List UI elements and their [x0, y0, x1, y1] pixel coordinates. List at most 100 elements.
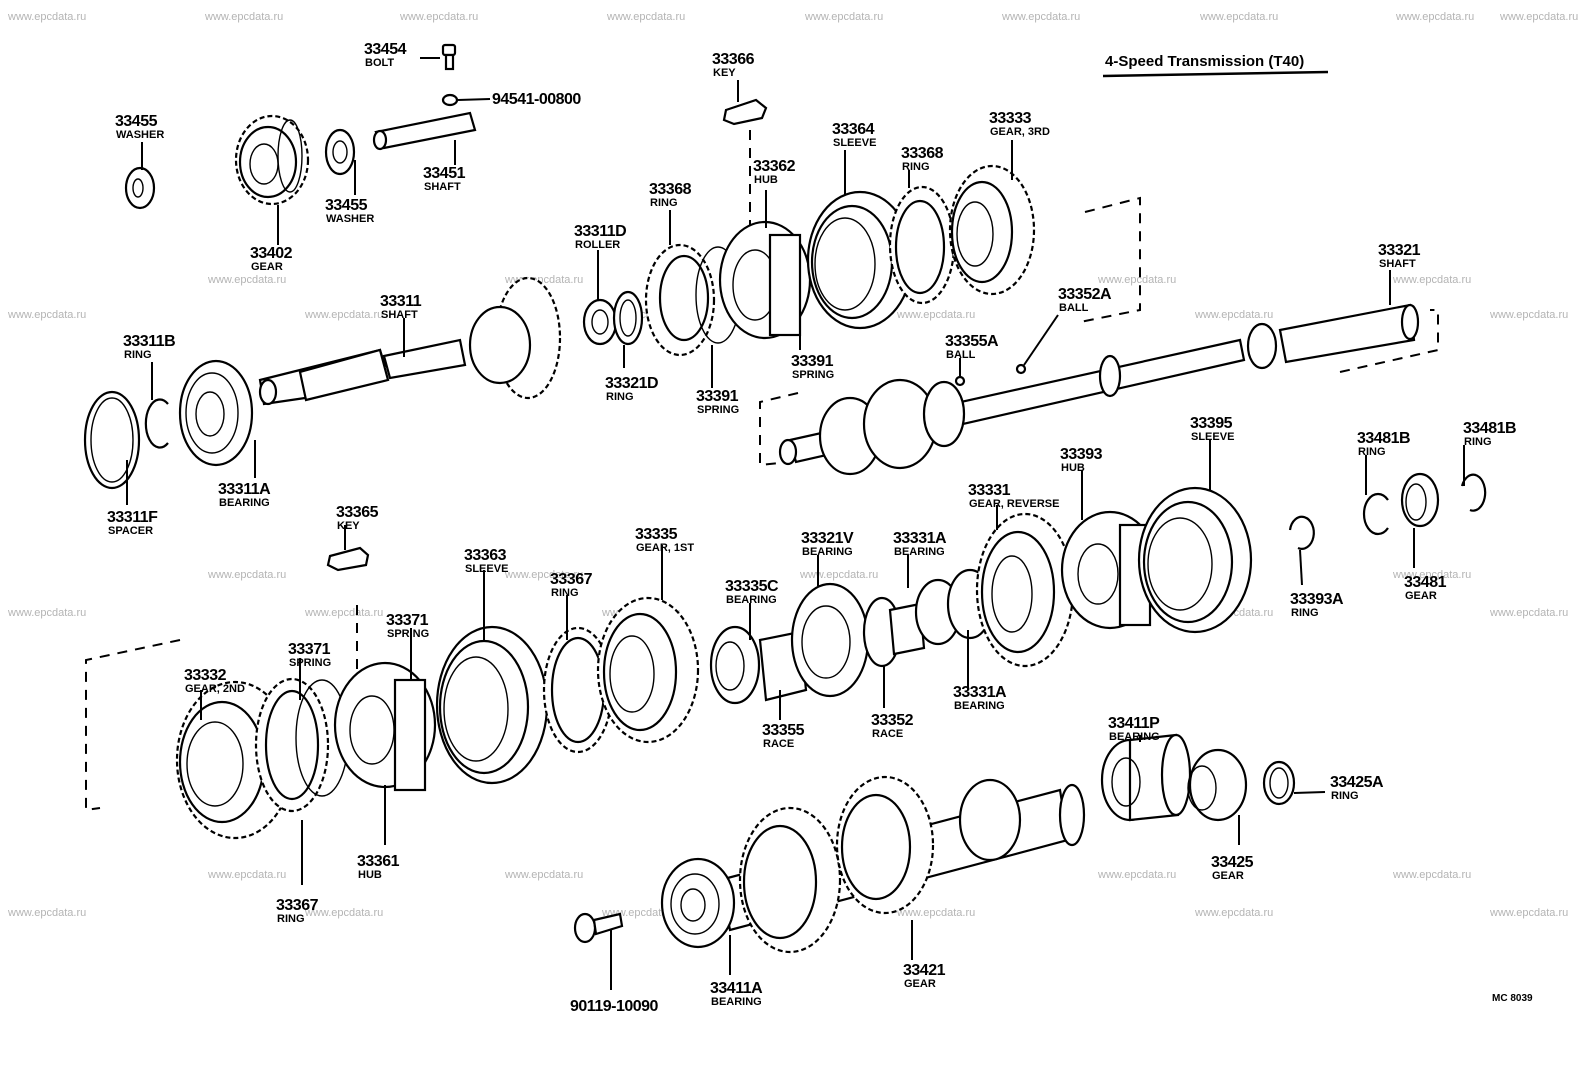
watermark-text: www.epcdata.ru — [207, 274, 286, 286]
group-bracket-lower-left — [759, 392, 799, 467]
watermark-text: www.epcdata.ru — [1499, 11, 1578, 23]
synchro-3rd-4th-drawing — [644, 164, 1036, 357]
gear-1st-33335-drawing — [596, 596, 700, 744]
part-description: RING — [1291, 607, 1319, 619]
part-number: 33411P — [1108, 715, 1160, 732]
part-number: 33455 — [325, 197, 368, 214]
part-number: 33355 — [762, 722, 805, 739]
part-number: 33371 — [288, 641, 331, 658]
washer-94541-drawing — [441, 93, 491, 107]
ball-33352A-drawing — [1015, 314, 1059, 375]
part-description: RING — [277, 913, 305, 925]
part-description: BEARING — [219, 497, 270, 509]
watermark-text: www.epcdata.ru — [1489, 607, 1568, 619]
ring-33481B-left-drawing — [1362, 455, 1389, 536]
bearing-33411A-drawing — [660, 857, 736, 949]
watermark-text: www.epcdata.ru — [304, 607, 383, 619]
group-bracket-right — [1339, 309, 1439, 373]
part-description: SLEEVE — [1191, 431, 1234, 443]
shaft-33311-drawing — [258, 276, 562, 406]
ball-33355A-drawing — [954, 358, 966, 387]
counter-gear-33421-drawing — [718, 775, 1086, 954]
part-description: KEY — [713, 67, 736, 79]
watermark-text: www.epcdata.ru — [606, 11, 685, 23]
part-description: BALL — [1059, 302, 1089, 314]
watermark-text: www.epcdata.ru — [204, 11, 283, 23]
watermark-text: www.epcdata.ru — [1199, 11, 1278, 23]
watermark-text: www.epcdata.ru — [1395, 11, 1474, 23]
part-description: WASHER — [116, 129, 164, 141]
watermark-text: www.epcdata.ru — [896, 309, 975, 321]
part-number: 33455 — [115, 113, 158, 130]
part-description: SPACER — [108, 525, 153, 537]
part-label-94541-00800[interactable]: 94541-00800 — [492, 91, 582, 108]
watermark-text: www.epcdata.ru — [1097, 869, 1176, 881]
part-description: BEARING — [954, 700, 1005, 712]
part-number: 33367 — [276, 897, 319, 914]
part-label-90119-10090[interactable]: 90119-10090 — [570, 998, 659, 1015]
part-number: 33365 — [336, 504, 379, 521]
part-description: HUB — [358, 869, 382, 881]
part-description: SPRING — [697, 404, 739, 416]
leader-lines — [126, 140, 1391, 975]
group-bracket-upper — [1079, 196, 1141, 323]
part-description: GEAR — [251, 261, 283, 273]
part-number: 33355A — [945, 333, 999, 350]
watermark-text: www.epcdata.ru — [804, 11, 883, 23]
part-description: BEARING — [802, 546, 853, 558]
part-description: BEARING — [894, 546, 945, 558]
part-number: 33352 — [871, 712, 914, 729]
gear-33481-drawing — [1400, 472, 1440, 568]
part-description: BALL — [946, 349, 976, 361]
